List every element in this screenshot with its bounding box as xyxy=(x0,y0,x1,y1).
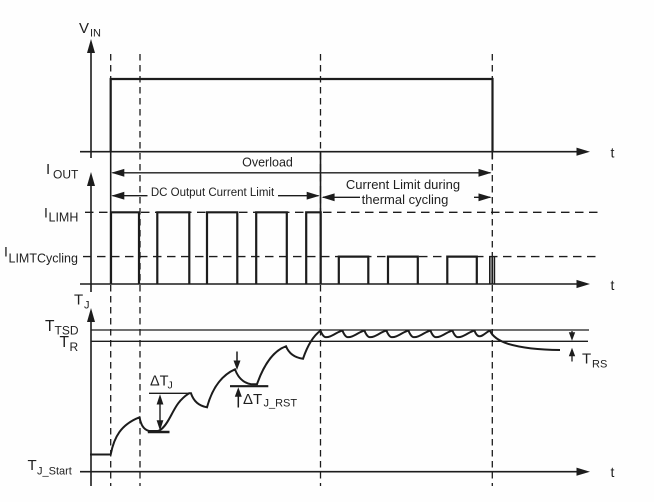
svg-text:ΔT: ΔT xyxy=(243,391,262,408)
svg-text:I: I xyxy=(44,205,48,221)
svg-text:LIMH: LIMH xyxy=(49,211,79,225)
svg-text:T: T xyxy=(74,292,83,309)
svg-text:T: T xyxy=(582,351,591,368)
svg-text:R: R xyxy=(70,340,79,354)
svg-text:T: T xyxy=(28,457,37,474)
svg-text:TSD: TSD xyxy=(55,324,79,338)
svg-text:t: t xyxy=(611,277,615,293)
svg-text:J: J xyxy=(168,380,173,392)
svg-text:t: t xyxy=(611,464,615,480)
svg-text:Overload: Overload xyxy=(242,156,293,170)
svg-text:Current Limit during: Current Limit during xyxy=(346,177,460,192)
svg-text:T: T xyxy=(60,334,70,351)
svg-text:I: I xyxy=(46,161,50,178)
svg-text:V: V xyxy=(79,20,89,37)
svg-text:J: J xyxy=(84,300,90,312)
svg-text:LIMTCycling: LIMTCycling xyxy=(9,252,79,266)
svg-text:t: t xyxy=(611,145,615,161)
svg-text:thermal cycling: thermal cycling xyxy=(362,192,449,207)
svg-text:T: T xyxy=(45,318,55,335)
svg-text:IN: IN xyxy=(90,28,101,40)
svg-text:RS: RS xyxy=(592,359,607,371)
svg-text:I: I xyxy=(4,244,8,260)
svg-text:OUT: OUT xyxy=(53,168,79,182)
svg-text:DC Output Current Limit: DC Output Current Limit xyxy=(151,187,275,199)
svg-text:J_RST: J_RST xyxy=(264,398,298,410)
svg-text:J_Start: J_Start xyxy=(37,466,72,478)
svg-text:ΔT: ΔT xyxy=(150,374,169,390)
